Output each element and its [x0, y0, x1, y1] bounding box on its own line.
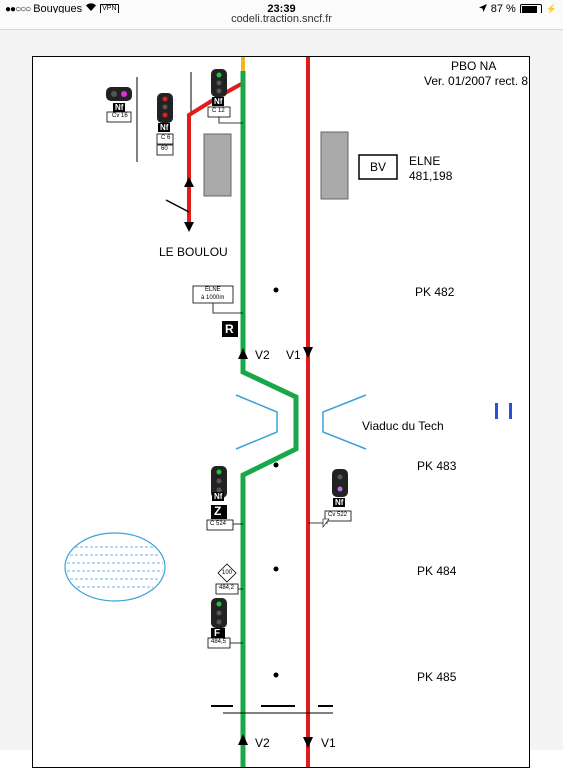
- signal-cv16: [106, 87, 132, 123]
- pk485-dot: [273, 672, 279, 678]
- viaduct-label: Viaduc du Tech: [362, 419, 444, 433]
- platform-left: [203, 133, 232, 197]
- lake-outline: [64, 532, 166, 602]
- track-v2-bottom-label: V2: [255, 736, 270, 750]
- f-board-label: F: [214, 628, 221, 639]
- pk482-dot: [273, 287, 279, 293]
- track-v1-label: V1: [286, 348, 301, 362]
- signal-c524: [206, 466, 243, 531]
- arrow-down-v1-bottom: [303, 737, 313, 748]
- pk483-dot: [273, 462, 279, 468]
- speed-board-100: [215, 563, 243, 595]
- track-branch-boulou: [187, 81, 244, 225]
- arrow-up-branch: [184, 177, 194, 187]
- signal-c6: [156, 93, 174, 156]
- pk485-label: PK 485: [417, 670, 457, 684]
- header-title: PBO NA: [451, 59, 497, 73]
- cv522-label: Cv 522: [328, 512, 348, 518]
- cv16-label: Cv 16: [112, 113, 128, 119]
- track-v2-label: V2: [255, 348, 270, 362]
- c524-label: C 524: [210, 521, 227, 527]
- station-pk: 481,198: [409, 169, 453, 183]
- c6-label: C 6: [161, 135, 171, 141]
- nf-plate-c6: Nf: [158, 123, 171, 132]
- track-v1-bottom-label: V1: [321, 736, 336, 750]
- bottom-dashes: [211, 705, 333, 714]
- speed-100-label: 100: [222, 570, 233, 576]
- elne-board-line1: ELNE: [205, 287, 221, 293]
- c12-label: C 12: [212, 108, 225, 114]
- pk482-label: PK 482: [415, 285, 455, 299]
- r-board: [222, 321, 238, 337]
- blue-marker-2: [509, 403, 512, 419]
- signal-cv522: [308, 469, 352, 528]
- header-version: Ver. 01/2007 rect. 8: [424, 74, 529, 88]
- carrier-label: Bouygues: [33, 3, 83, 15]
- pk484-label: PK 484: [417, 564, 457, 578]
- bv-box: [358, 154, 398, 180]
- z-board-label: Z: [214, 504, 222, 518]
- url-bar[interactable]: codeli.traction.sncf.fr: [0, 13, 563, 30]
- pk-484-2-label: 484,2: [219, 585, 235, 591]
- nf-plate-c524: Nf: [212, 492, 225, 501]
- pk-484-5-label: 484,5: [211, 639, 227, 645]
- bv-label: BV: [370, 160, 387, 174]
- pk484-dot: [273, 566, 279, 572]
- signal-c12: [207, 69, 243, 124]
- track-diagram-page: PBO NA Ver. 01/2007 rect. 8 BV ELNE 481,…: [32, 56, 530, 768]
- wifi-icon: [85, 3, 97, 15]
- battery-percent: 87 %: [490, 3, 516, 15]
- charging-icon: ⚡: [545, 3, 557, 14]
- blue-marker-1: [495, 403, 498, 419]
- nf-plate-c12: Nf: [212, 97, 225, 106]
- location-arrow-icon: [478, 3, 487, 15]
- platform-right: [320, 131, 349, 200]
- station-name: ELNE: [409, 154, 441, 168]
- c6-speed-label: 60: [161, 146, 168, 152]
- arrow-down-branch: [184, 222, 194, 232]
- pk483-label: PK 483: [417, 459, 457, 473]
- nf-plate-cv16: Nf: [113, 103, 126, 112]
- arrow-up-v2: [238, 348, 248, 359]
- arrow-down-v1: [303, 347, 313, 358]
- track-diagram: [64, 57, 512, 767]
- branch-tick: [165, 199, 190, 213]
- signal-f: [207, 598, 243, 649]
- track-v2: [240, 71, 299, 767]
- lake-hatching: [67, 546, 163, 588]
- nf-plate-cv522: Nf: [333, 498, 346, 507]
- elne-board-line2: à 1000m: [201, 295, 225, 301]
- branch-label: LE BOULOU: [159, 245, 228, 259]
- clock: 23:39: [267, 3, 296, 15]
- signal-strength-icon: ●●○○○: [5, 3, 31, 15]
- viaduct-right: [322, 394, 367, 450]
- r-board-label: R: [225, 322, 234, 336]
- arrow-up-v2-bottom: [238, 734, 248, 745]
- viaduct-left: [235, 394, 278, 450]
